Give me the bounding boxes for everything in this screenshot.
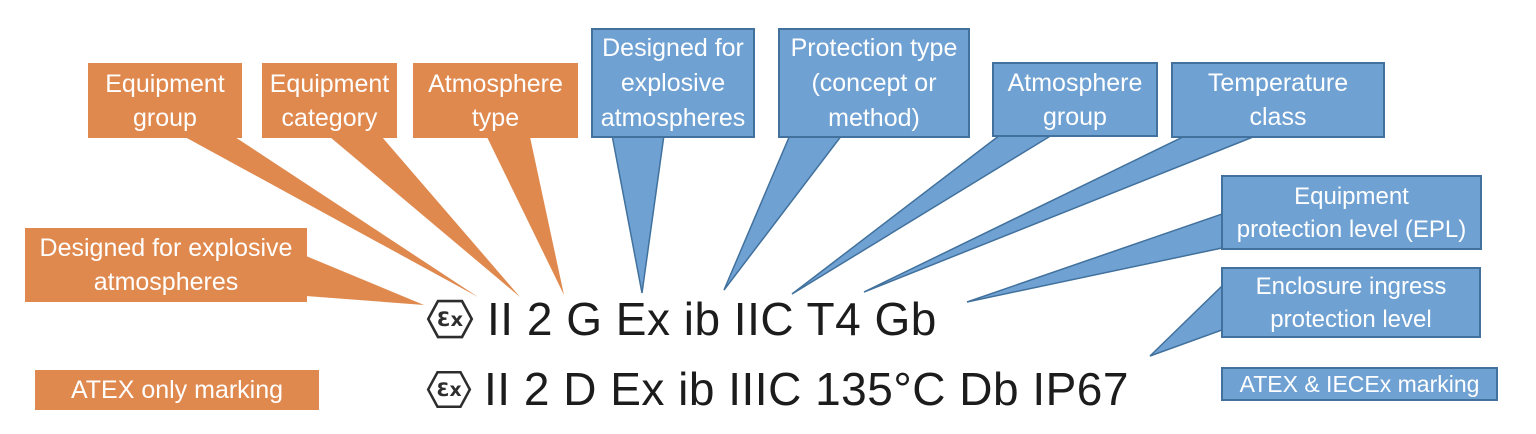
tail-equipment-group bbox=[185, 137, 478, 297]
callout-designed-for-explosive-atmospheres-orange: Designed for explosive atmospheres bbox=[25, 228, 307, 302]
callout-enclosure-ingress-protection-level: Enclosure ingress protection level bbox=[1221, 267, 1481, 338]
ex-logo-text: Ɛx bbox=[436, 379, 461, 400]
callout-protection-type: Protection type (concept or method) bbox=[778, 28, 970, 138]
marking-text-dust: II 2 D Ex ib IIIC 135°C Db IP67 bbox=[484, 363, 1129, 415]
callout-atmosphere-group: Atmosphere group bbox=[992, 62, 1158, 137]
callout-temperature-class: Temperature class bbox=[1171, 62, 1385, 138]
ex-logo-text: Ɛx bbox=[437, 308, 464, 331]
tail-enclosure-ingress bbox=[1149, 284, 1223, 357]
marking-line-dust: Ɛx II 2 D Ex ib IIIC 135°C Db IP67 bbox=[426, 363, 1129, 415]
tail-designed-orange bbox=[306, 256, 424, 305]
callout-equipment-protection-level: Equipment protection level (EPL) bbox=[1221, 175, 1482, 250]
callout-equipment-category: Equipment category bbox=[262, 63, 397, 138]
callout-designed-for-explosive-atmospheres-blue: Designed for explosive atmospheres bbox=[591, 28, 755, 138]
legend-atex-iecex-marking: ATEX & IECEx marking bbox=[1221, 367, 1498, 401]
atex-ex-hexagon-icon: Ɛx bbox=[426, 370, 472, 408]
callout-equipment-group: Equipment group bbox=[88, 63, 242, 138]
marking-text-gas: II 2 G Ex ib IIC T4 Gb bbox=[487, 293, 937, 345]
tail-equipment-category bbox=[330, 137, 520, 297]
tail-atmosphere-type bbox=[487, 137, 564, 295]
tail-designed-blue bbox=[611, 134, 665, 294]
tail-atmosphere-group bbox=[791, 134, 1055, 295]
atex-ex-hexagon-icon: Ɛx bbox=[426, 299, 474, 339]
legend-atex-only-marking: ATEX only marking bbox=[35, 370, 319, 410]
marking-line-gas: Ɛx II 2 G Ex ib IIC T4 Gb bbox=[426, 293, 937, 345]
tail-protection-type bbox=[723, 134, 844, 291]
callout-atmosphere-type: Atmosphere type bbox=[413, 63, 578, 138]
